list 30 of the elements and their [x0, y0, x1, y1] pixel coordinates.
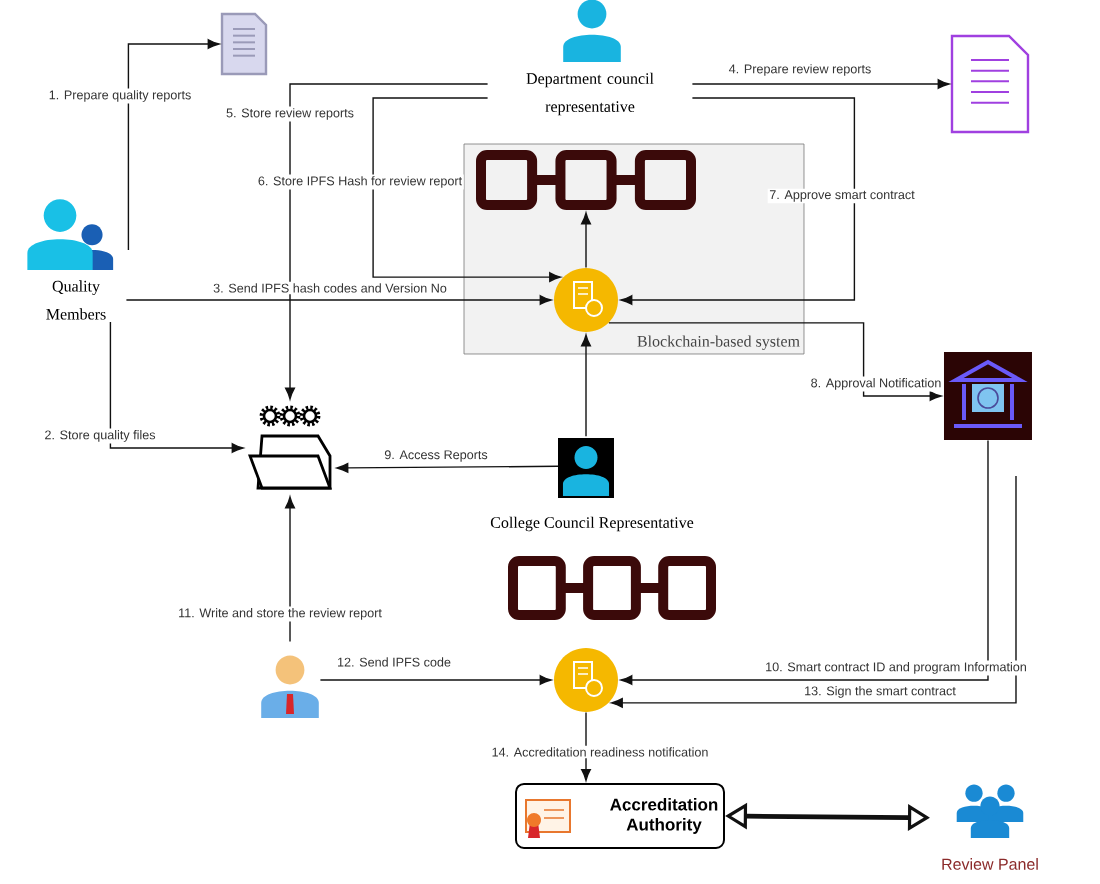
document-icon: [220, 12, 268, 76]
arrow: [608, 322, 942, 401]
arrow: [127, 39, 220, 251]
arrow: [285, 496, 295, 643]
arrow: [125, 295, 552, 305]
arrow: [581, 711, 591, 781]
smart-contract-icon: [554, 648, 618, 712]
arrow: [109, 321, 244, 453]
arrow: [319, 675, 552, 685]
arrow: [372, 97, 562, 283]
blockchain-icon: [508, 556, 716, 620]
role-label: College Council Representative: [490, 516, 694, 532]
role-label: Review Panel: [942, 858, 1038, 870]
smart-contract-icon: [554, 268, 618, 332]
blockchain-icon: [476, 150, 696, 210]
arrow: [620, 97, 856, 305]
document-icon: [950, 34, 1030, 134]
person-icon: [261, 655, 319, 718]
arrow: [581, 212, 591, 269]
role-label: Department council representative: [526, 72, 654, 116]
arrow: [620, 439, 989, 685]
arrow: [285, 83, 489, 400]
arrow: [581, 334, 591, 437]
arrow: [691, 79, 950, 89]
arrow: [610, 475, 1017, 708]
arrow: [336, 462, 559, 473]
institution-icon: [944, 352, 1032, 440]
authority-box: Accreditation Authority: [515, 783, 725, 849]
role-label: Quality Members: [46, 280, 106, 320]
folder-icon: [248, 405, 333, 490]
